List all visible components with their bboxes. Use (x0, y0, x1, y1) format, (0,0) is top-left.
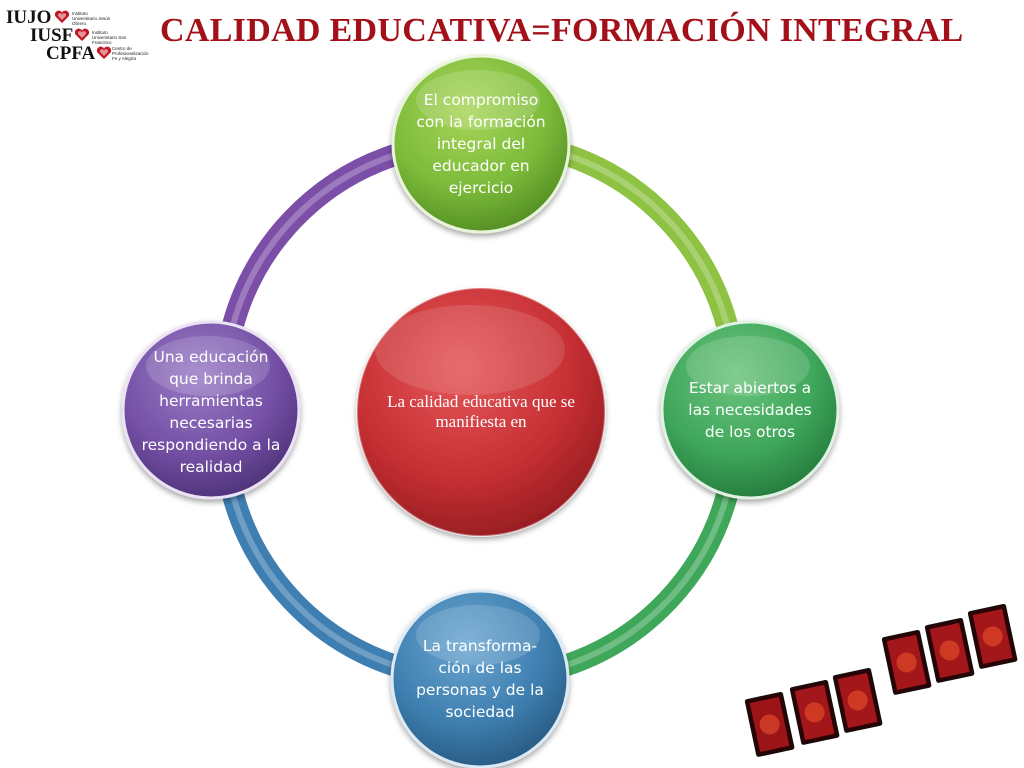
logo-iusf-caption: Instituto Universitario San Francisco (92, 30, 127, 45)
heart-icon (74, 28, 90, 41)
cycle-ring (222, 144, 738, 676)
logo-iujo: IUJO (6, 7, 52, 28)
logo-iujo-caption: Instituto Universitario Jesús Obrero (72, 11, 111, 26)
ring-arc-gloss (230, 152, 396, 326)
node-right-circle (660, 320, 840, 500)
logo-cpfa: CPFA (46, 43, 96, 64)
node-top-circle (391, 54, 571, 234)
heart-icon (96, 46, 112, 59)
center-circle (356, 287, 606, 537)
ring-arc-blue (222, 484, 404, 676)
ring-arc-green (556, 484, 738, 676)
slide-title: CALIDAD EDUCATIVA=FORMACIÓN INTEGRAL (160, 12, 964, 49)
ring-arc-gloss (566, 494, 730, 668)
node-bottom-label: La transforma-ción de las personas y de … (416, 637, 544, 721)
node-left-circle (121, 320, 301, 500)
node-top-label: El compromiso con la formación integral … (416, 91, 546, 197)
institution-logo: IUJO Instituto Universitario Jesús Obrer… (4, 6, 149, 66)
ring-arc-gloss (230, 494, 394, 668)
node-left-label: Una educación que brinda herramientas ne… (141, 348, 281, 476)
logo-iusf: IUSF (30, 25, 74, 46)
ring-arc-gloss (566, 152, 730, 326)
center-label: La calidad educativa que se manifiesta e… (387, 392, 575, 431)
heart-icon (54, 10, 70, 23)
ring-arc-purple (222, 144, 406, 336)
node-right-label: Estar abiertos a las necesidades de los … (688, 379, 812, 441)
red-playing-cards-icon (744, 603, 1018, 757)
node-bottom-circle (390, 589, 570, 768)
logo-cpfa-caption: Centro de Profesionalización Fe y Alegrí… (112, 46, 149, 61)
ring-arc-lightgreen (556, 144, 738, 336)
